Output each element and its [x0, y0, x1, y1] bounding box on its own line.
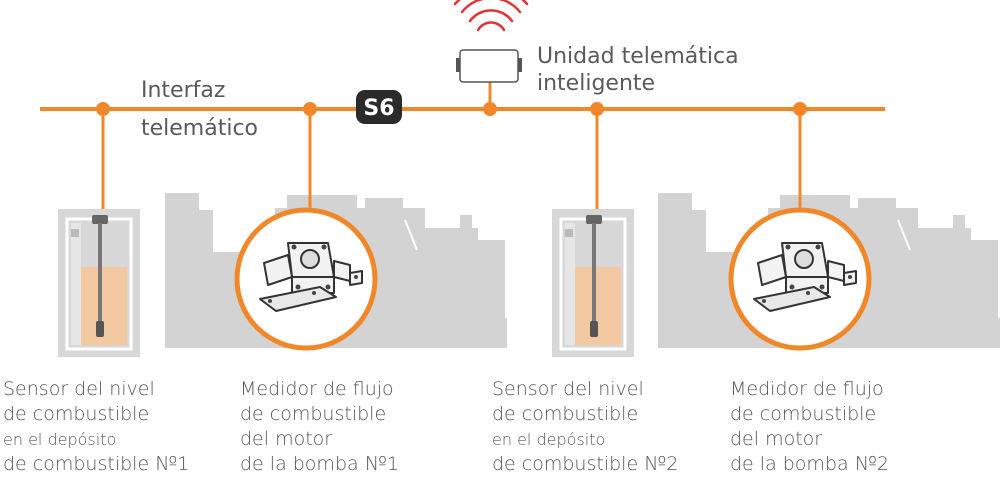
- bus-junctions: [96, 102, 807, 116]
- device-label-3: Sensor del nivel de combustible en el de…: [492, 378, 679, 475]
- telematics-unit-icon: [459, 49, 519, 83]
- bus-label-line2: telemático: [141, 116, 259, 141]
- device-label-2: Medidor de flujo de combustible del moto…: [240, 378, 399, 475]
- fuel-tank-2-icon: [550, 207, 636, 359]
- telematics-unit-label-line2: inteligente: [537, 71, 656, 96]
- device-label-4: Medidor de flujo de combustible del moto…: [730, 378, 889, 475]
- device-label-1: Sensor del nivel de combustible en el de…: [3, 378, 190, 475]
- bus-label: Interfaz telemático: [141, 77, 258, 142]
- bus-label-line1: Interfaz: [141, 78, 226, 103]
- fuel-flow-meter-1-icon: [237, 210, 375, 348]
- wireless-signal-icon: [453, 0, 529, 32]
- telematics-unit-label: Unidad telemática inteligente: [537, 43, 739, 97]
- fuel-flow-meter-2-icon: [731, 210, 869, 348]
- protocol-badge-text: S6: [363, 96, 394, 121]
- protocol-badge: [356, 90, 402, 124]
- telematics-unit-label-line1: Unidad telemática: [537, 44, 739, 69]
- fuel-tank-1-icon: [56, 207, 142, 359]
